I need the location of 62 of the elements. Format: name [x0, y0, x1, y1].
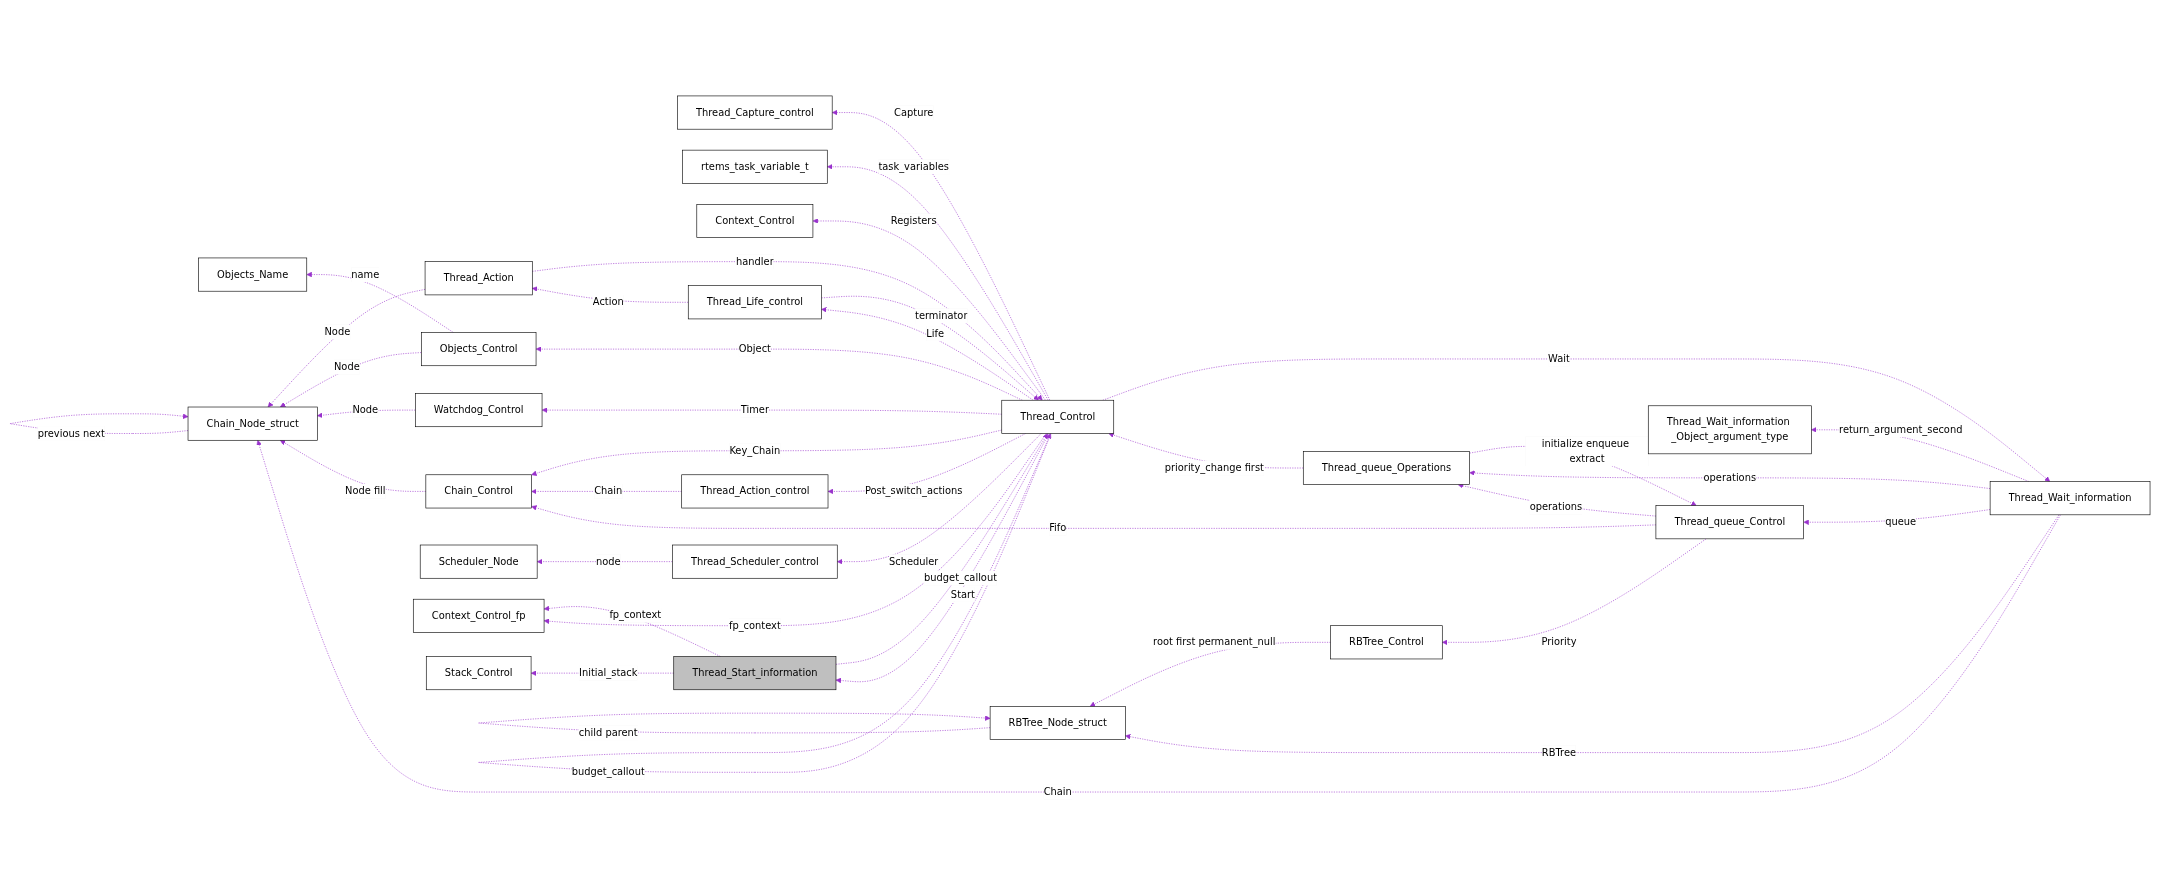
edge-label: fp_context	[609, 609, 662, 622]
edge-label: Chain	[1043, 786, 1072, 798]
edge-label: Wait	[1548, 353, 1570, 365]
edge-label: Capture	[894, 106, 934, 119]
edge-label: root first permanent_null	[1153, 636, 1276, 649]
node-box: Context_Control	[696, 204, 814, 239]
edge-label: Node fill	[345, 485, 386, 498]
edge-label: Registers	[890, 215, 937, 227]
edge-label: Life	[926, 327, 945, 340]
edge-label: node	[595, 555, 621, 568]
node-box: Objects_Control	[421, 332, 537, 367]
edge-label: budget_callout	[571, 766, 645, 779]
edge-label: Start	[950, 588, 975, 601]
edge-label: handler	[736, 255, 774, 268]
node-box: Thread_Control	[1001, 400, 1115, 435]
edge-label: initialize enqueue extract	[1541, 437, 1630, 465]
node-box: Context_Control_fp	[413, 599, 545, 634]
edge-label: previous next	[37, 427, 105, 440]
node-box: Chain_Control	[425, 474, 532, 509]
edge-label: Key_Chain	[729, 444, 781, 457]
edge-label: Post_switch_actions	[864, 485, 963, 498]
edge-label: Object	[738, 343, 771, 355]
node-box: Thread_Start_information	[673, 656, 837, 691]
edge-label: Node	[352, 404, 379, 416]
node-box: Chain_Node_struct	[187, 407, 318, 441]
edge-label: child parent	[578, 727, 638, 739]
edge-label: terminator	[915, 309, 968, 322]
node-box: Scheduler_Node	[419, 545, 538, 579]
node-box: Thread_queue_Operations	[1302, 451, 1470, 486]
node-box: Watchdog_Control	[415, 393, 543, 428]
edge-label: name	[351, 268, 380, 281]
node-box: RBTree_Control	[1330, 625, 1443, 660]
edge-label: operations	[1703, 472, 1757, 484]
node-box: Thread_Wait_information _Object_argument_type	[1647, 405, 1812, 455]
node-box: Objects_Name	[198, 257, 308, 292]
edge-label: priority_change first	[1164, 462, 1264, 474]
edge-label: budget_callout	[924, 572, 998, 585]
node-box: Thread_Wait_information	[1989, 481, 2151, 516]
edge-label: fp_context	[728, 619, 781, 632]
edge-label: Fifo	[1049, 522, 1067, 535]
edge-label: RBTree	[1541, 746, 1577, 759]
edge-label: Node	[324, 326, 351, 338]
node-box: rtems_task_variable_t	[682, 150, 828, 185]
edge-label: task_variables	[878, 160, 949, 173]
edge-label: Initial_stack	[579, 667, 638, 680]
edge-label: Node	[333, 361, 360, 373]
edge-label: return_argument_second	[1839, 423, 1963, 436]
edge-label: queue	[1885, 516, 1917, 529]
node-box: Thread_Life_control	[687, 285, 822, 320]
node-box: RBTree_Node_struct	[989, 706, 1126, 741]
node-box: Stack_Control	[425, 656, 532, 691]
node-box: Thread_queue_Control	[1655, 505, 1804, 540]
edge-label: Chain	[594, 485, 623, 498]
node-box: Thread_Scheduler_control	[672, 545, 838, 579]
edge-label: Timer	[740, 404, 769, 416]
node-box: Thread_Action_control	[681, 474, 829, 509]
edge-label: operations	[1529, 501, 1583, 514]
node-box: Thread_Action	[424, 261, 533, 296]
node-box: Thread_Capture_control	[677, 95, 833, 130]
edge-label: Priority	[1541, 636, 1577, 649]
edge-label: Scheduler	[889, 555, 939, 568]
edge-label: Action	[592, 296, 624, 309]
